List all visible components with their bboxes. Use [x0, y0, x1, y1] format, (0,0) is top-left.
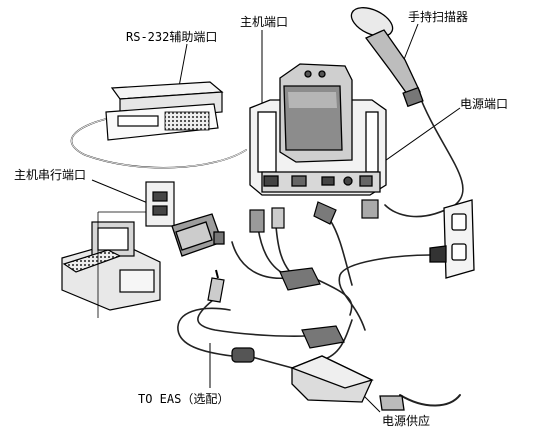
cable-splitter-down [317, 279, 353, 316]
cable-ac-cord [338, 254, 431, 331]
serial-port-top [152, 191, 168, 202]
presentation-scanner [279, 63, 353, 163]
label-power-port: 电源端口 [460, 97, 509, 111]
power-dc-connector [313, 201, 337, 225]
splitter-lower [301, 325, 345, 349]
power-port-jack [343, 176, 353, 186]
cables [70, 91, 464, 407]
label-rs232-aux-port: RS-232辅助端口 [126, 30, 218, 44]
power-supply-brick [290, 355, 405, 411]
terminal-keyboard [62, 249, 122, 273]
terminal-screen [97, 227, 129, 251]
scale-keypad [164, 111, 210, 131]
scale-device [105, 81, 224, 141]
scanner-connector [361, 199, 379, 219]
terminal-drawer [119, 269, 155, 293]
serial-port-panel [97, 181, 175, 318]
leader-scanner [402, 23, 419, 63]
ac-plug [429, 245, 447, 263]
rs232-port-jack [291, 175, 307, 187]
label-host-port: 主机端口 [240, 15, 289, 29]
base-connectors [249, 199, 379, 233]
scale-display [117, 115, 159, 127]
scanner-port-jack [359, 175, 373, 187]
cable-power-dc [329, 219, 353, 286]
outlet-socket-top [451, 213, 467, 231]
label-power-supply: 电源供应 [382, 414, 431, 428]
leader-power-port [371, 107, 461, 171]
label-handheld-scanner: 手持扫描器 [408, 10, 469, 24]
aux-port-jack [321, 176, 335, 186]
splitter-upper [279, 267, 321, 291]
eas-plug [207, 269, 225, 303]
db9-connector [171, 213, 225, 257]
rj-connector [271, 207, 285, 229]
ferrite-bead [231, 347, 255, 363]
handheld-scanner [350, 7, 424, 108]
brick-ac-plug [379, 395, 405, 411]
label-host-serial-port: 主机串行端口 [14, 168, 87, 182]
handheld-tail [402, 86, 424, 108]
cable-scanner [384, 91, 464, 218]
scanner-led [304, 70, 312, 78]
cable-ac-plug [399, 394, 461, 407]
cable-splitters [279, 267, 345, 349]
cable-eas [197, 299, 319, 337]
outlet-socket-bottom [451, 243, 467, 261]
cable-host-a [257, 227, 289, 277]
host-terminal [61, 221, 161, 311]
host-connector [249, 209, 265, 233]
wall-outlet [429, 199, 475, 279]
label-to-eas: TO EAS（选配） [138, 392, 230, 406]
cable-host-b [275, 225, 291, 273]
handheld-head [350, 7, 394, 37]
serial-port-bottom [152, 205, 168, 216]
host-port-jack [263, 175, 279, 187]
cable-db9 [231, 241, 287, 280]
cable-eas-loop [177, 307, 233, 357]
